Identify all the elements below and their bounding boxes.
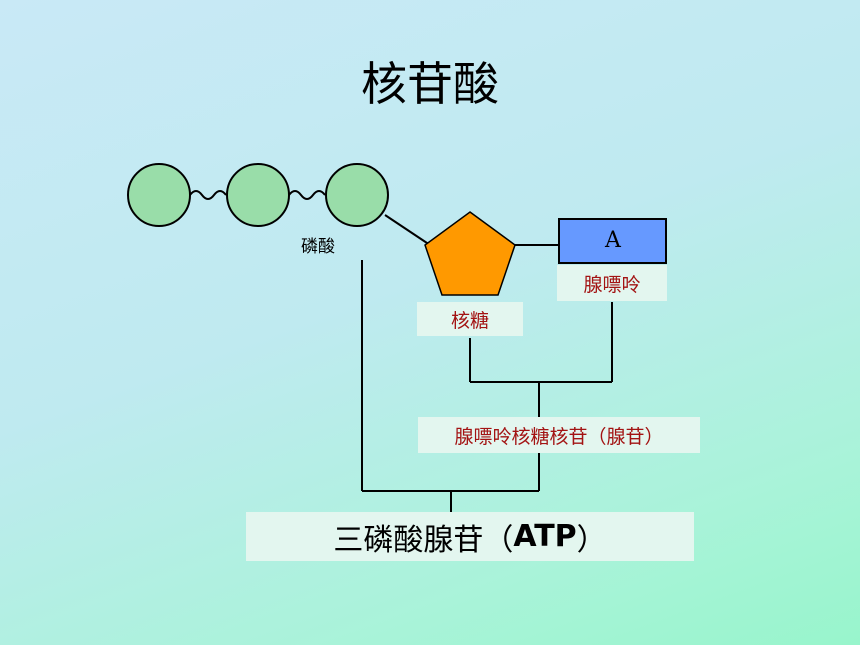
adenine-label: 腺嘌呤 (557, 265, 667, 301)
ribose-pentagon (424, 211, 516, 296)
adenine-rect (558, 218, 667, 264)
atp-label-suffix: ） (576, 522, 607, 558)
page-title: 核苷酸 (361, 57, 499, 111)
atp-label-abbr: ATP (513, 519, 577, 554)
adenosine-label: 腺嘌呤核糖核苷（腺苷） (418, 417, 700, 453)
ribose-label: 核糖 (417, 302, 523, 336)
high-energy-bond-2 (288, 190, 326, 200)
high-energy-bond-1 (189, 190, 227, 200)
atp-label-prefix: 三磷酸腺苷（ (333, 522, 514, 558)
bond-phosphate-ribose (384, 214, 431, 246)
phosphate-label: 磷酸 (301, 237, 335, 257)
phosphate-circle-2 (226, 163, 290, 227)
phosphate-circle-1 (127, 163, 191, 227)
atp-label: 三磷酸腺苷（ATP） (246, 512, 694, 561)
phosphate-circle-3 (325, 163, 389, 227)
adenine-letter: A (605, 228, 621, 253)
